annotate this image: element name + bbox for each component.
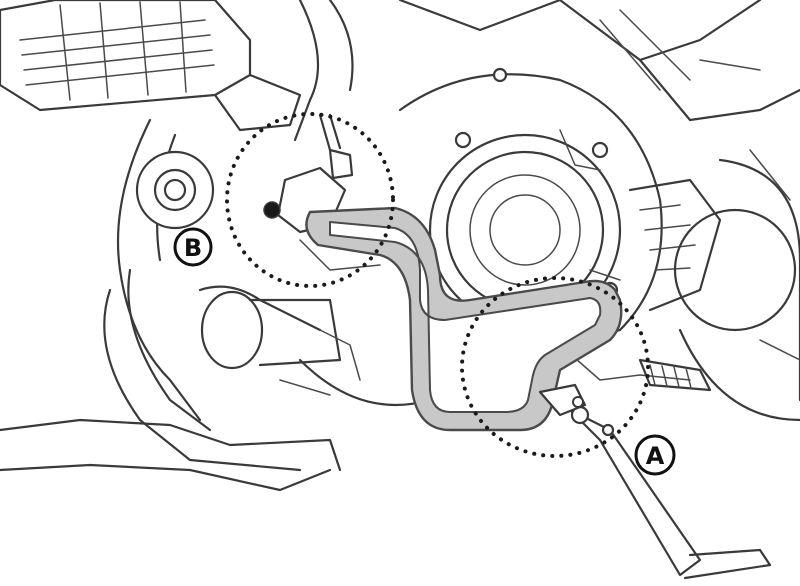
frame-left-lower — [0, 118, 342, 492]
callout-a-circle — [634, 434, 676, 476]
callout-a: A — [634, 434, 676, 476]
detail-circle-a — [460, 276, 650, 458]
radiator-block — [0, 0, 302, 132]
frame-top — [293, 0, 800, 142]
side-stand — [568, 405, 772, 580]
detail-circle-b — [225, 112, 395, 288]
callout-b: B — [173, 227, 213, 267]
callout-b-label: B — [184, 234, 202, 262]
callout-a-label: A — [646, 442, 665, 470]
callout-b-circle — [173, 227, 213, 267]
engine-right — [628, 149, 800, 422]
engine-guard-bar — [305, 206, 623, 432]
